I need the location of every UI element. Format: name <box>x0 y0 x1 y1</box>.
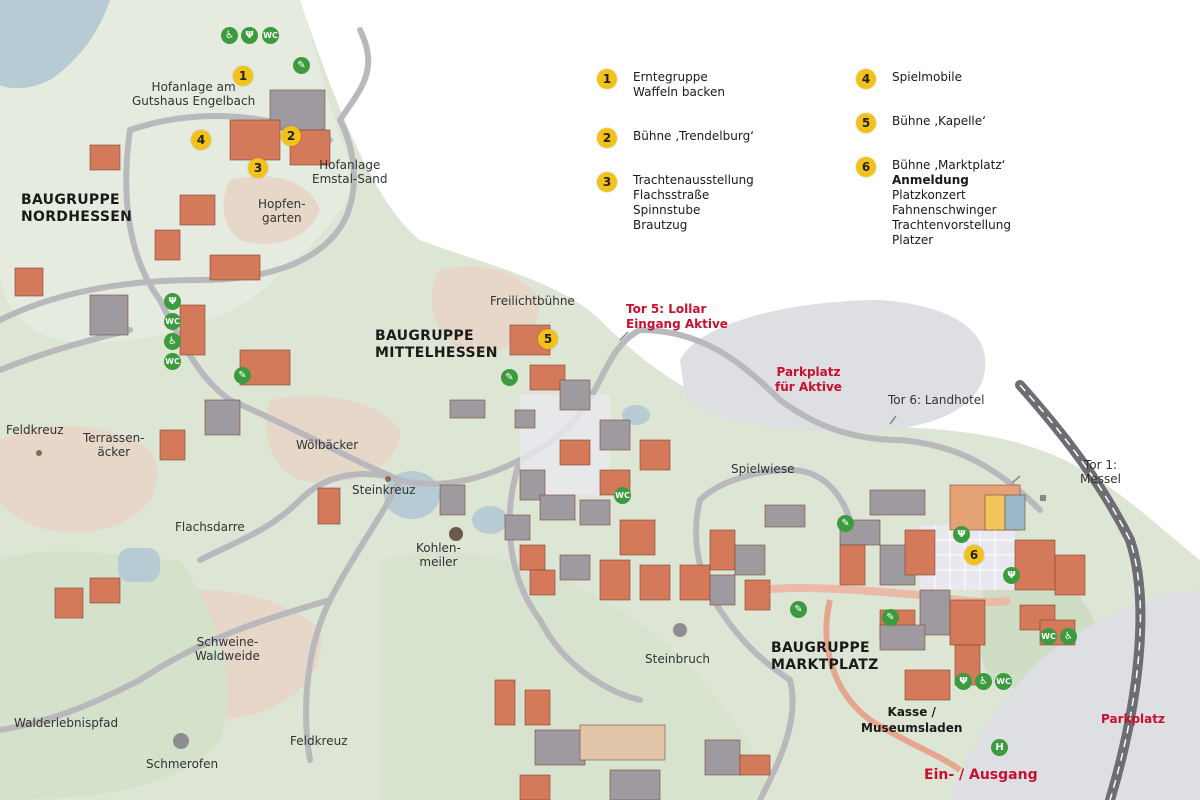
wc-icon: WC <box>1040 628 1057 645</box>
forest-south <box>380 552 764 800</box>
place-spielwiese: Spielwiese <box>731 462 795 476</box>
place-kohlenmeiler: Kohlen-meiler <box>416 541 461 569</box>
pond-nw <box>0 0 110 89</box>
legend-line: Fahnenschwinger <box>892 203 997 217</box>
wc-icon: WC <box>614 487 631 504</box>
kiosk-icon: ✎ <box>293 57 310 74</box>
food-icon: Ψ <box>955 673 972 690</box>
pond-kohlen <box>472 506 508 534</box>
wc-icon: WC <box>995 673 1012 690</box>
kiosk-icon: ✎ <box>501 369 518 386</box>
place-steinbruch: Steinbruch <box>645 652 711 666</box>
kiosk-icon: ✎ <box>234 367 251 384</box>
legend-line: Trachtenvorstellung <box>892 218 1011 232</box>
legend-marker: 2 <box>597 128 617 148</box>
legend-line: Platzer <box>892 233 934 247</box>
wc-icon: WC <box>164 313 181 330</box>
gate-tor6: Tor 6: Landhotel <box>888 393 985 407</box>
legend-line: Anmeldung <box>892 173 969 187</box>
legend-marker: 4 <box>856 69 876 89</box>
legend-line: Bühne ‚Kapelle‘ <box>892 114 986 128</box>
parkplatz-aktive-area <box>680 300 986 432</box>
food-icon: Ψ <box>164 293 181 310</box>
place-feldkreuz-north: Feldkreuz <box>6 423 64 437</box>
food-icon: Ψ <box>241 27 258 44</box>
food-icon: Ψ <box>1003 567 1020 584</box>
place-hopfengarten: Hopfen-garten <box>258 197 306 225</box>
wc-icon: WC <box>164 353 181 370</box>
legend-line: Platzkonzert <box>892 188 966 202</box>
kiosk-icon: ✎ <box>790 601 807 618</box>
kasse-museumsladen-label: Kasse /Museumsladen <box>861 705 963 735</box>
map-marker-4[interactable]: 4 <box>191 130 211 150</box>
accessible-icon: ♿ <box>164 333 181 350</box>
legend-marker: 1 <box>597 69 617 89</box>
legend-line: Spielmobile <box>892 70 962 84</box>
legend-line: Flachsstraße <box>633 188 710 202</box>
open-area <box>300 0 1200 560</box>
map-marker-3[interactable]: 3 <box>248 158 268 178</box>
pond-flachs <box>118 548 160 582</box>
place-schweine-waldweide: Schweine-Waldweide <box>195 635 260 663</box>
map-marker-5[interactable]: 5 <box>538 329 558 349</box>
legend-marker: 3 <box>597 172 617 192</box>
wc-icon: WC <box>262 27 279 44</box>
accessible-icon: ♿ <box>1060 628 1077 645</box>
legend-line: Bühne ‚Marktplatz‘ <box>892 158 1006 172</box>
place-feldkreuz-south: Feldkreuz <box>290 734 348 748</box>
place-flachsdarre: Flachsdarre <box>175 520 245 534</box>
legend-line: Erntegruppe <box>633 70 708 84</box>
field-hopfen <box>223 176 320 244</box>
program-legend: 1 Erntegruppe Waffeln backen 2 Bühne ‚Tr… <box>0 0 1200 260</box>
legend-line: Brautzug <box>633 218 688 232</box>
food-icon: Ψ <box>953 526 970 543</box>
gate-tor1: Tor 1:Messel <box>1080 458 1121 486</box>
legend-line: Bühne ‚Trendelburg‘ <box>633 129 754 143</box>
legend-line: Trachtenausstellung <box>633 173 754 187</box>
legend-marker: 5 <box>856 113 876 133</box>
place-woelbaecker: Wölbäcker <box>296 438 359 452</box>
legend-line: Waffeln backen <box>633 85 725 99</box>
field-woelbaecker <box>266 396 400 483</box>
place-terrassenaecker: Terrassen-äcker <box>83 431 145 459</box>
place-steinkreuz: Steinkreuz <box>352 483 416 497</box>
legend-line: Spinnstube <box>633 203 701 217</box>
buildings <box>14 89 1086 800</box>
kiosk-icon: ✎ <box>882 609 899 626</box>
map-marker-6[interactable]: 6 <box>964 545 984 565</box>
legend-marker: 6 <box>856 157 876 177</box>
accessible-icon: ♿ <box>975 673 992 690</box>
map-marker-1[interactable]: 1 <box>233 66 253 86</box>
place-schmerofen: Schmerofen <box>146 757 219 771</box>
accessible-icon: ♿ <box>221 27 238 44</box>
forest-nord <box>0 0 360 343</box>
place-walderlebnispfad: Walderlebnispfad <box>14 716 119 730</box>
entrance-exit-label: Ein- / Ausgang <box>924 767 1038 783</box>
bus-stop-icon: H <box>991 739 1008 756</box>
place-freilichtbuehne: Freilichtbühne <box>490 294 575 308</box>
map-marker-2[interactable]: 2 <box>281 126 301 146</box>
kiosk-icon: ✎ <box>837 515 854 532</box>
parkplatz-label: Parkplatz <box>1101 712 1165 726</box>
